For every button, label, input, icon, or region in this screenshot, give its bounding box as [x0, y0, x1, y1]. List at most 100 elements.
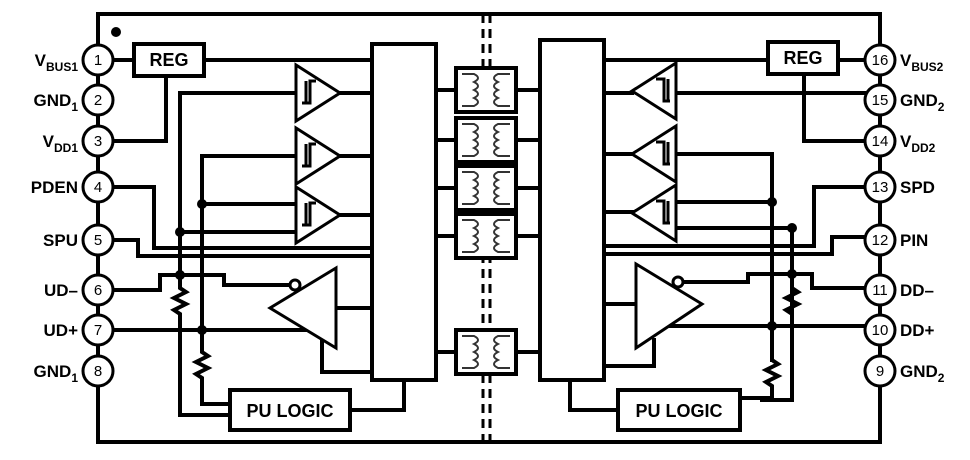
pin-9: 9 GND2 [863, 354, 945, 388]
schmitt-buffer-1 [629, 60, 678, 122]
left-junctions [175, 199, 207, 335]
pin-circle [81, 43, 115, 77]
pin-4: 4 PDEN [31, 170, 115, 204]
pin-11: 11 DD– [863, 273, 934, 307]
pin-8: 8 GND1 [34, 354, 115, 388]
pin-number: 8 [94, 363, 102, 380]
pin-label: GND1 [34, 362, 79, 385]
pin-circle [863, 170, 897, 204]
secondary-coil-icon [493, 219, 510, 253]
right-core-logic-block [538, 38, 606, 382]
primary-coil-icon [462, 123, 479, 157]
pin-circle [81, 313, 115, 347]
pin-13: 13 SPD [863, 170, 935, 204]
transformer-5 [454, 328, 518, 376]
left-regulator: REG [132, 42, 206, 78]
pin-number: 11 [872, 282, 888, 299]
pin-number: 9 [876, 363, 884, 380]
pin-number: 16 [872, 52, 889, 69]
pin-label: GND2 [900, 91, 945, 114]
secondary-coil-icon [493, 73, 510, 107]
pin-circle [81, 354, 115, 388]
schmitt-buffer-3 [294, 184, 343, 246]
left-pu-logic: PU LOGIC [228, 388, 352, 432]
secondary-coil-icon [493, 335, 510, 369]
pin-3: 3 VDD1 [43, 124, 115, 158]
transformer-3 [454, 164, 518, 212]
pin-number: 1 [94, 52, 102, 69]
inverting-bubble-icon [671, 275, 685, 289]
secondary-coil-icon [493, 123, 510, 157]
pin-circle [863, 43, 897, 77]
pin-number: 5 [94, 232, 102, 249]
pin-circle [81, 170, 115, 204]
pin-label: VDD2 [900, 132, 936, 155]
transformer-1 [454, 66, 518, 114]
pin-number: 7 [94, 322, 102, 339]
schmitt-buffer-2 [294, 125, 343, 187]
schmitt-buffer-1 [294, 62, 343, 124]
pin-number: 15 [872, 92, 889, 109]
pin-circle [863, 313, 897, 347]
pin-circle [81, 83, 115, 117]
right-regulator: REG [766, 40, 840, 76]
pin-label: DD– [900, 281, 934, 300]
pin-label: VDD1 [43, 132, 79, 155]
schmitt-buffer-2 [629, 123, 678, 185]
isolation-transformers [454, 66, 518, 376]
pin-number: 4 [94, 179, 102, 196]
primary-coil-icon [462, 335, 479, 369]
left-usb-transceiver [267, 265, 338, 351]
pin-circle [81, 124, 115, 158]
left-pu-logic-label: PU LOGIC [246, 401, 333, 421]
pin-circle [81, 273, 115, 307]
pin-number: 2 [94, 92, 102, 109]
pin-number: 3 [94, 133, 102, 150]
pin-label: GND1 [34, 91, 79, 114]
pin-number: 12 [872, 232, 889, 249]
pin-number: 14 [872, 133, 889, 150]
pin-15: 15 GND2 [863, 83, 945, 117]
pin-14: 14 VDD2 [863, 124, 936, 158]
primary-coil-icon [462, 219, 479, 253]
right-pu-logic: PU LOGIC [616, 388, 742, 432]
left-reg-label: REG [149, 50, 188, 70]
pin-7: 7 UD+ [44, 313, 115, 347]
pin-circle [863, 223, 897, 257]
left-wiring [96, 12, 458, 444]
right-schmitt-buffers [629, 60, 678, 244]
pin-2: 2 GND1 [34, 83, 115, 117]
pin-number: 10 [872, 322, 889, 339]
pin-circle [863, 354, 897, 388]
right-reg-label: REG [783, 48, 822, 68]
pin-label: SPD [900, 178, 935, 197]
pin-5: 5 SPU [43, 223, 115, 257]
pin1-indicator-dot [111, 27, 121, 37]
pin-label: VBUS1 [35, 51, 79, 74]
pin-label: UD+ [44, 321, 79, 340]
pin-label: SPU [43, 231, 78, 250]
pin-label: PDEN [31, 178, 78, 197]
transformer-2 [454, 116, 518, 164]
pin-circle [863, 273, 897, 307]
pin-1: 1 VBUS1 [35, 43, 115, 77]
pin-circle [863, 83, 897, 117]
left-core-logic-block [370, 42, 438, 382]
right-pu-logic-label: PU LOGIC [635, 401, 722, 421]
pin-number: 13 [872, 179, 889, 196]
pin-circle [863, 124, 897, 158]
pin-label: GND2 [900, 362, 945, 385]
schmitt-buffer-3 [629, 182, 678, 244]
primary-coil-icon [462, 73, 479, 107]
primary-coil-icon [462, 171, 479, 205]
transformer-4 [454, 212, 518, 260]
secondary-coil-icon [493, 171, 510, 205]
pin-circle [81, 223, 115, 257]
pin-6: 6UD– [44, 273, 115, 307]
